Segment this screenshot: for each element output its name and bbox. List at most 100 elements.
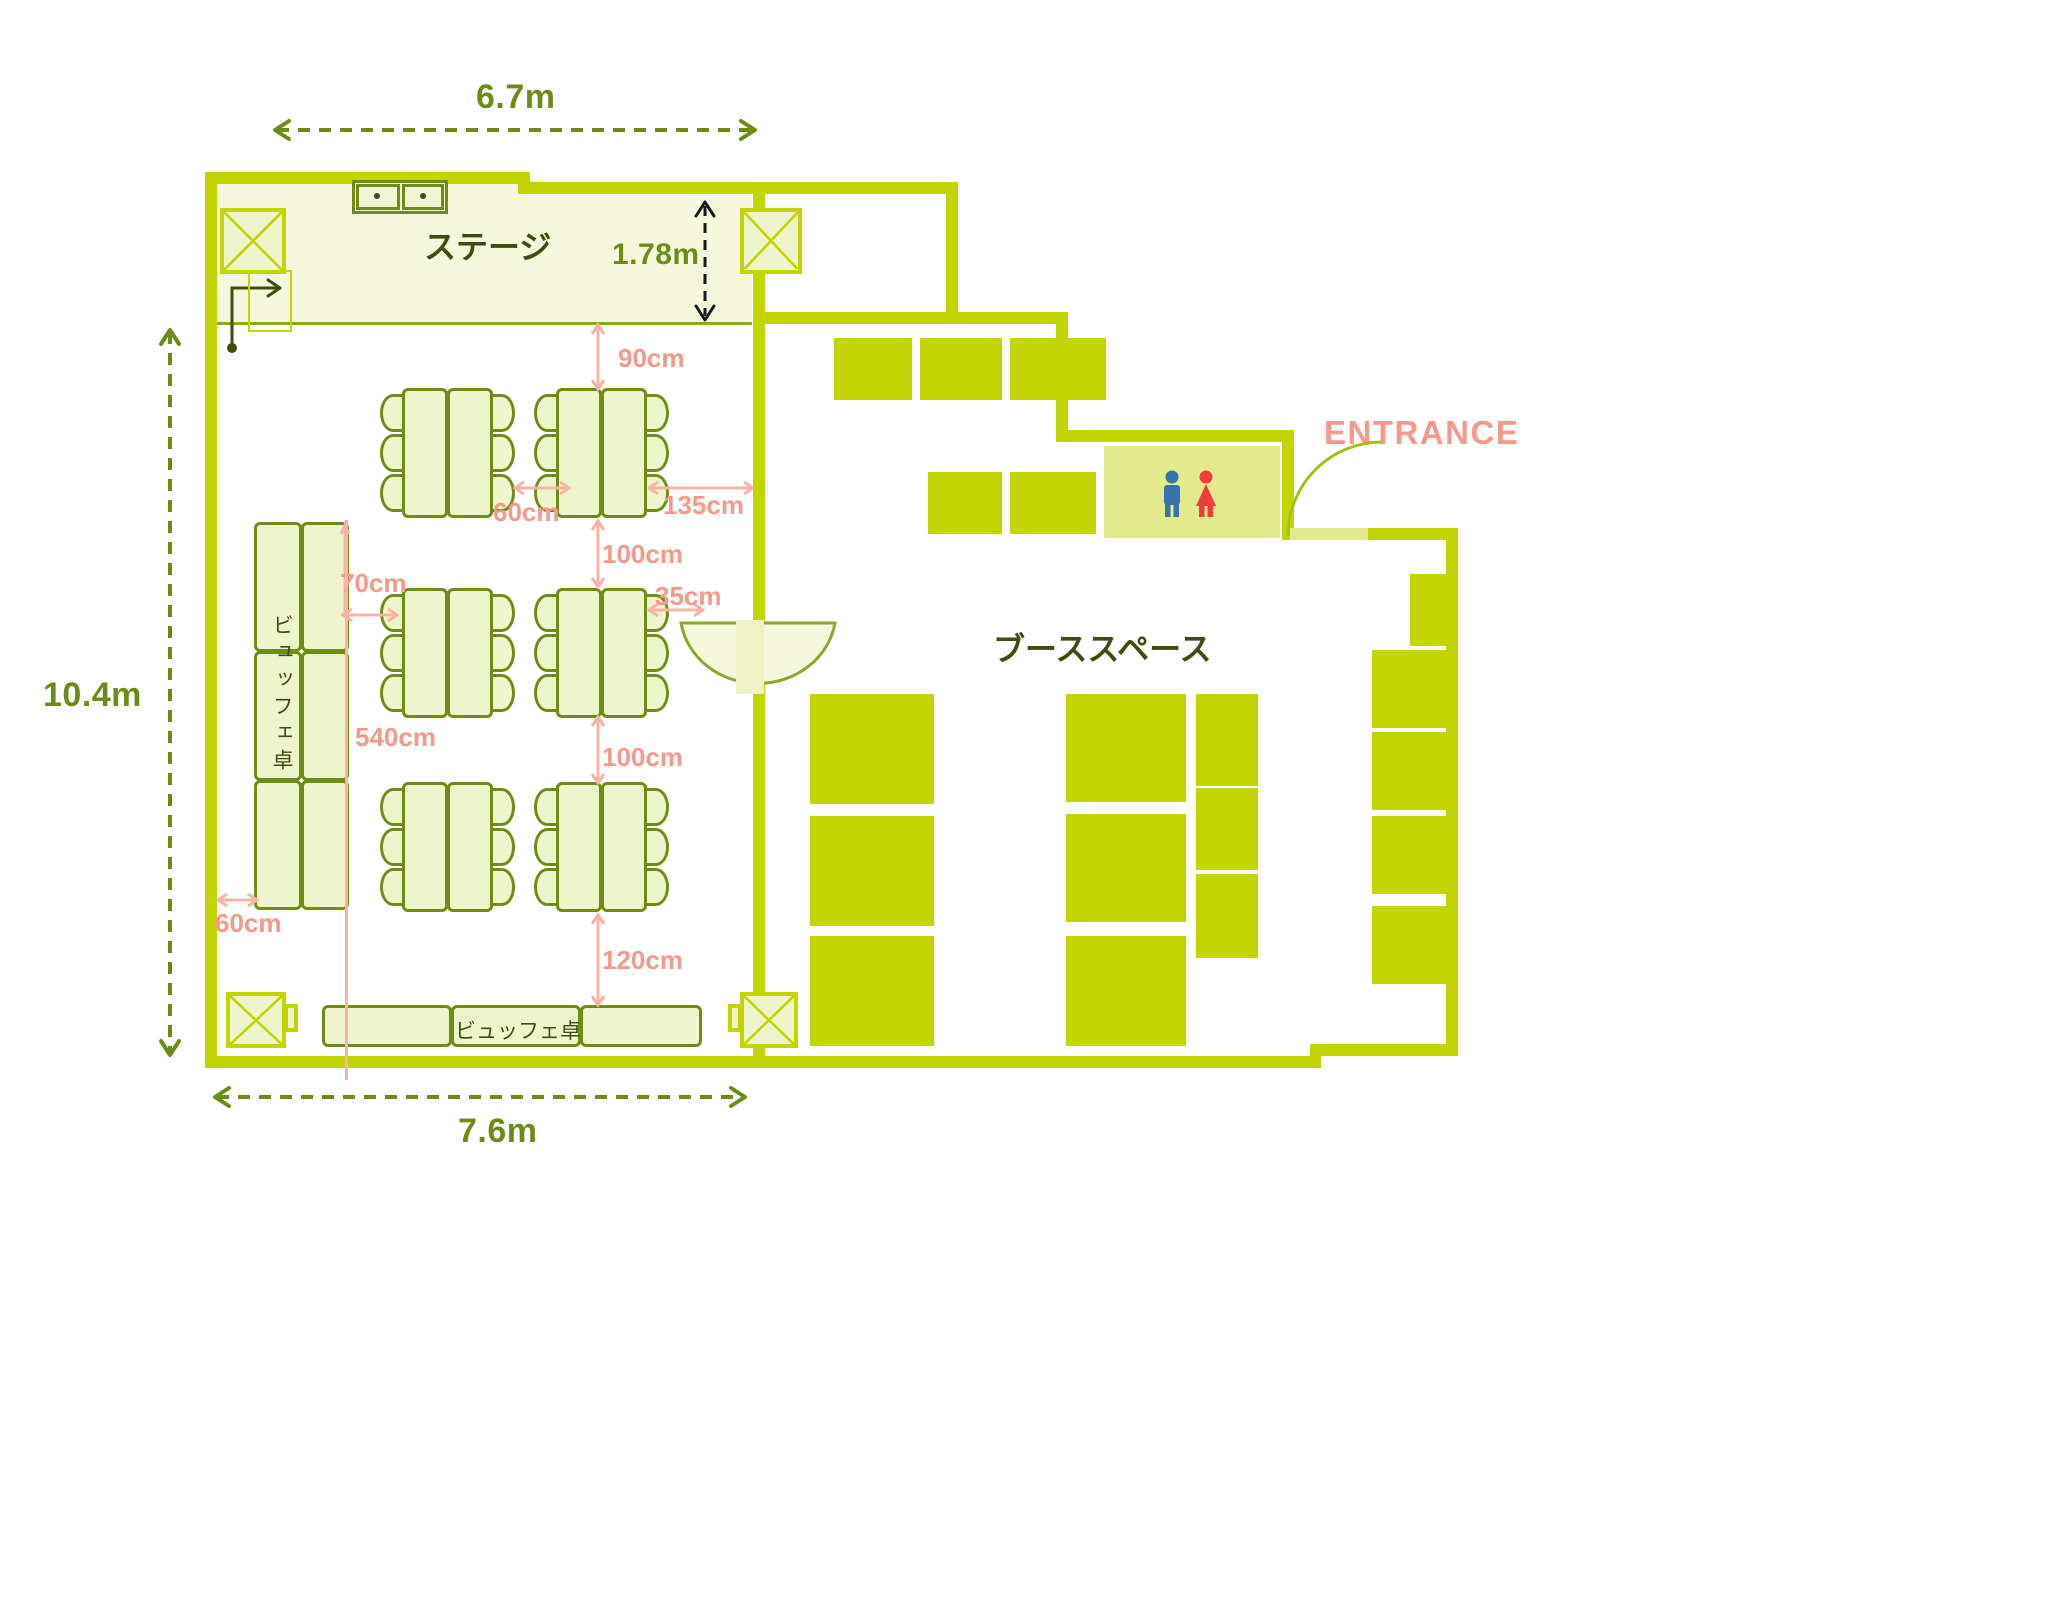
dimension-buffet-to-table-arrow [340,607,400,623]
stage-label: ステージ [424,229,552,265]
chair [489,434,515,472]
dimension-row2-row3-arrow [590,714,606,786]
dimension-buffet-length-label: 540cm [355,722,436,752]
booth [1066,814,1186,922]
wall-booth-top-h [765,312,1068,324]
dimension-stage-depth-label: 1.78m [612,238,700,271]
chair [380,868,406,906]
booth [1010,472,1096,534]
dimension-left-height-arrow [159,328,181,1057]
booth [1196,874,1258,958]
booth [1410,574,1446,646]
chair [489,394,515,432]
booth [1372,816,1446,894]
chair [643,788,669,826]
table-top [447,782,493,912]
booth [1372,906,1446,984]
chair [380,634,406,672]
chair [643,634,669,672]
chair [380,674,406,712]
stage-counter-left-basin [356,184,400,210]
chair [534,634,560,672]
booth [928,472,1002,534]
buffet-table-vertical-seg3-left [254,780,302,910]
booth [810,936,934,1046]
wall-booth-bottom-step [1310,1044,1458,1056]
booth [1196,788,1258,870]
wall-booth-bottom [765,1056,1321,1068]
chair [489,674,515,712]
female-restroom-icon [1196,470,1216,517]
dimension-top-width-arrow [273,119,757,141]
chair [534,674,560,712]
stage-cable-route [227,278,282,353]
chair [380,788,406,826]
chair [380,828,406,866]
booth [1372,732,1446,810]
dining-table-group [380,588,515,718]
dimension-row3-to-buffet-arrow [590,912,606,1008]
pillar-top-right [740,208,802,274]
pillar-x-mark [224,212,282,270]
dimension-buffet-to-left-wall-label: 60cm [215,908,282,938]
chair [643,394,669,432]
buffet-table-vertical-seg1-right [301,522,349,652]
chair [643,868,669,906]
wall-right-upper [946,182,958,312]
stage-counter-right-dot [420,193,426,199]
dimension-row3-to-buffet-label: 120cm [602,945,683,975]
wall-top-left [205,172,530,184]
chair [534,434,560,472]
table-top [402,588,448,718]
dimension-bottom-width-label: 7.6m [458,1112,538,1150]
table-top [556,588,602,718]
booth [834,338,912,400]
pillar-x-mark [744,212,798,270]
table-top [601,782,647,912]
chair [534,594,560,632]
dining-table-group [380,782,515,912]
wall-bottom-hall [205,1056,765,1068]
buffet-table-vertical-seg2-left [254,651,302,781]
booth [1066,936,1186,1046]
booth [810,694,934,804]
dining-table-group [534,388,669,518]
chair [534,474,560,512]
chair [534,788,560,826]
dimension-table-gap-label: 60cm [493,497,560,527]
chair [534,394,560,432]
pillar-bottom-left-nub [284,1004,298,1032]
dimension-left-height-label: 10.4m [43,676,142,714]
dining-table-group [534,782,669,912]
chair [380,394,406,432]
chair [643,434,669,472]
chair [380,474,406,512]
dining-table-group [534,588,669,718]
buffet-table-horizontal-seg1 [322,1005,452,1047]
dimension-table-to-door-arrow [646,602,706,618]
wall-booth-step-h [1056,430,1294,442]
pillar-top-left [220,208,286,274]
dimension-stage-depth-arrow [694,200,716,322]
entrance-threshold [1290,528,1368,540]
table-top [601,388,647,518]
dining-table-group [380,388,515,518]
pillar-x-mark [230,996,282,1045]
dimension-stage-to-table-label: 90cm [618,343,685,373]
pillar-bottom-left [226,992,286,1048]
booth [810,816,934,926]
chair [534,868,560,906]
dimension-buffet-length-line [345,520,348,1080]
chair [643,674,669,712]
chair [489,828,515,866]
stage-edge-line [212,322,752,325]
dimension-table-to-door-label: 35cm [655,581,722,611]
dimension-stage-to-table-arrow [590,322,606,392]
table-top [447,588,493,718]
chair [380,434,406,472]
dimension-row1-row2-arrow [590,518,606,590]
table-top [447,388,493,518]
table-top [402,388,448,518]
booth [1372,650,1446,728]
